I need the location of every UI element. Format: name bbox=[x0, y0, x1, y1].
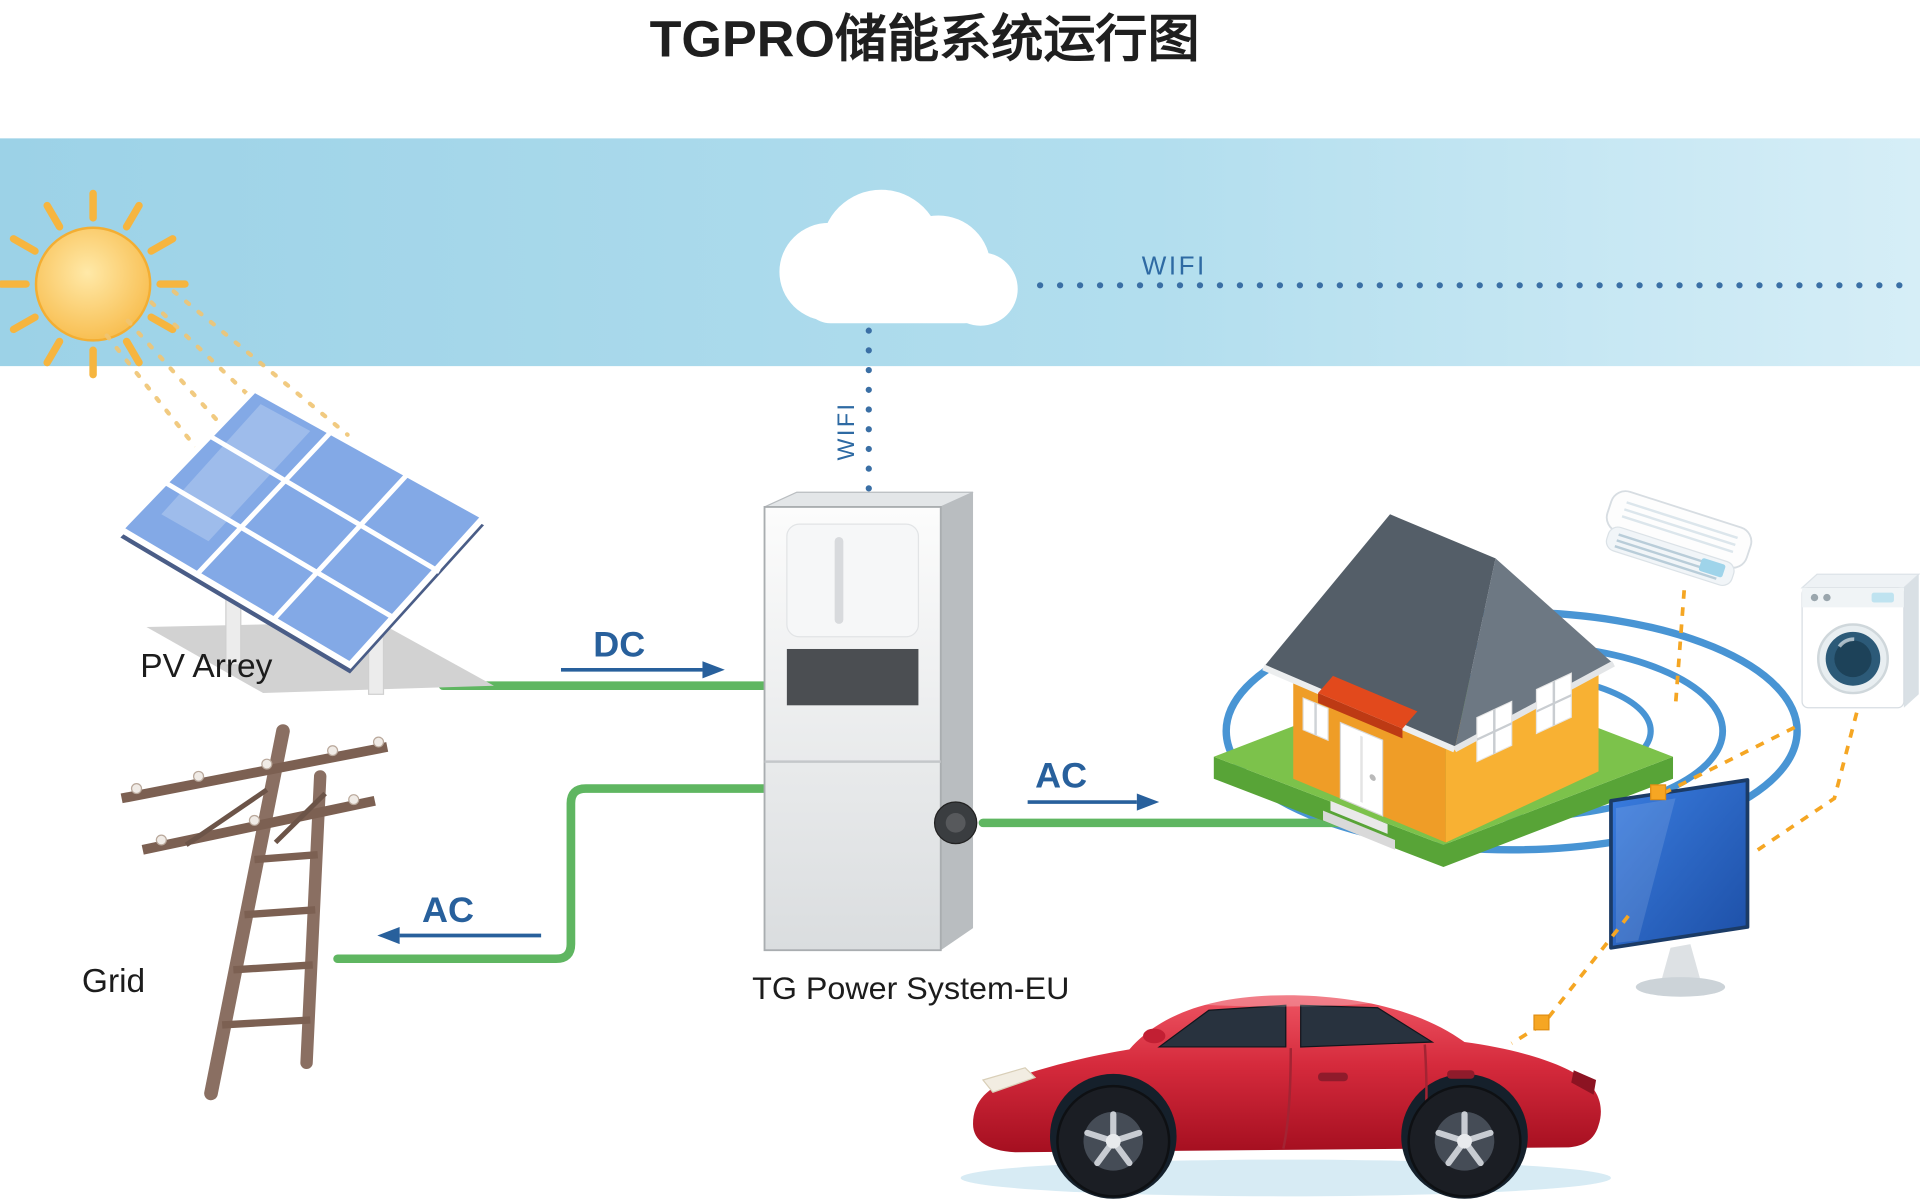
connector-node bbox=[1650, 784, 1667, 801]
page-title: TGPRO储能系统运行图 bbox=[650, 10, 1200, 68]
air-conditioner-icon bbox=[1605, 490, 1753, 587]
cloud-icon bbox=[779, 189, 1018, 326]
washing-machine-icon bbox=[1800, 573, 1920, 709]
wifi-link-label: WIFI bbox=[1142, 252, 1207, 280]
ac-house-flow-label: AC bbox=[1035, 756, 1087, 796]
wheel bbox=[1056, 1084, 1171, 1198]
inverter-label: TG Power System-EU bbox=[752, 970, 1069, 1006]
dc-flow-label: DC bbox=[593, 625, 645, 665]
pv-array-label: PV Arrey bbox=[140, 648, 273, 685]
window bbox=[1535, 672, 1572, 735]
house-icon bbox=[1213, 514, 1674, 867]
ac-grid-flow-label: AC bbox=[422, 890, 474, 930]
wifi-downlink-label: WIFI bbox=[833, 402, 859, 461]
sun-icon bbox=[0, 189, 350, 497]
dc-arrow: DC bbox=[560, 625, 725, 679]
utility-pole-icon bbox=[120, 724, 389, 1101]
ev-car-icon bbox=[960, 994, 1611, 1199]
wheel bbox=[1407, 1084, 1522, 1198]
connector-node bbox=[1533, 1014, 1550, 1031]
ac-arrow-grid: AC bbox=[377, 890, 542, 945]
door bbox=[1339, 721, 1384, 817]
tv-icon bbox=[1609, 778, 1750, 997]
awning bbox=[1318, 675, 1418, 729]
grid-label: Grid bbox=[82, 963, 145, 1000]
window bbox=[1476, 700, 1513, 763]
pv-panel-icon bbox=[115, 385, 494, 695]
window bbox=[1302, 697, 1329, 742]
ac-line-grid bbox=[333, 784, 772, 964]
inverter-cabinet-icon bbox=[763, 491, 978, 952]
ac-arrow-house: AC bbox=[1027, 756, 1160, 811]
